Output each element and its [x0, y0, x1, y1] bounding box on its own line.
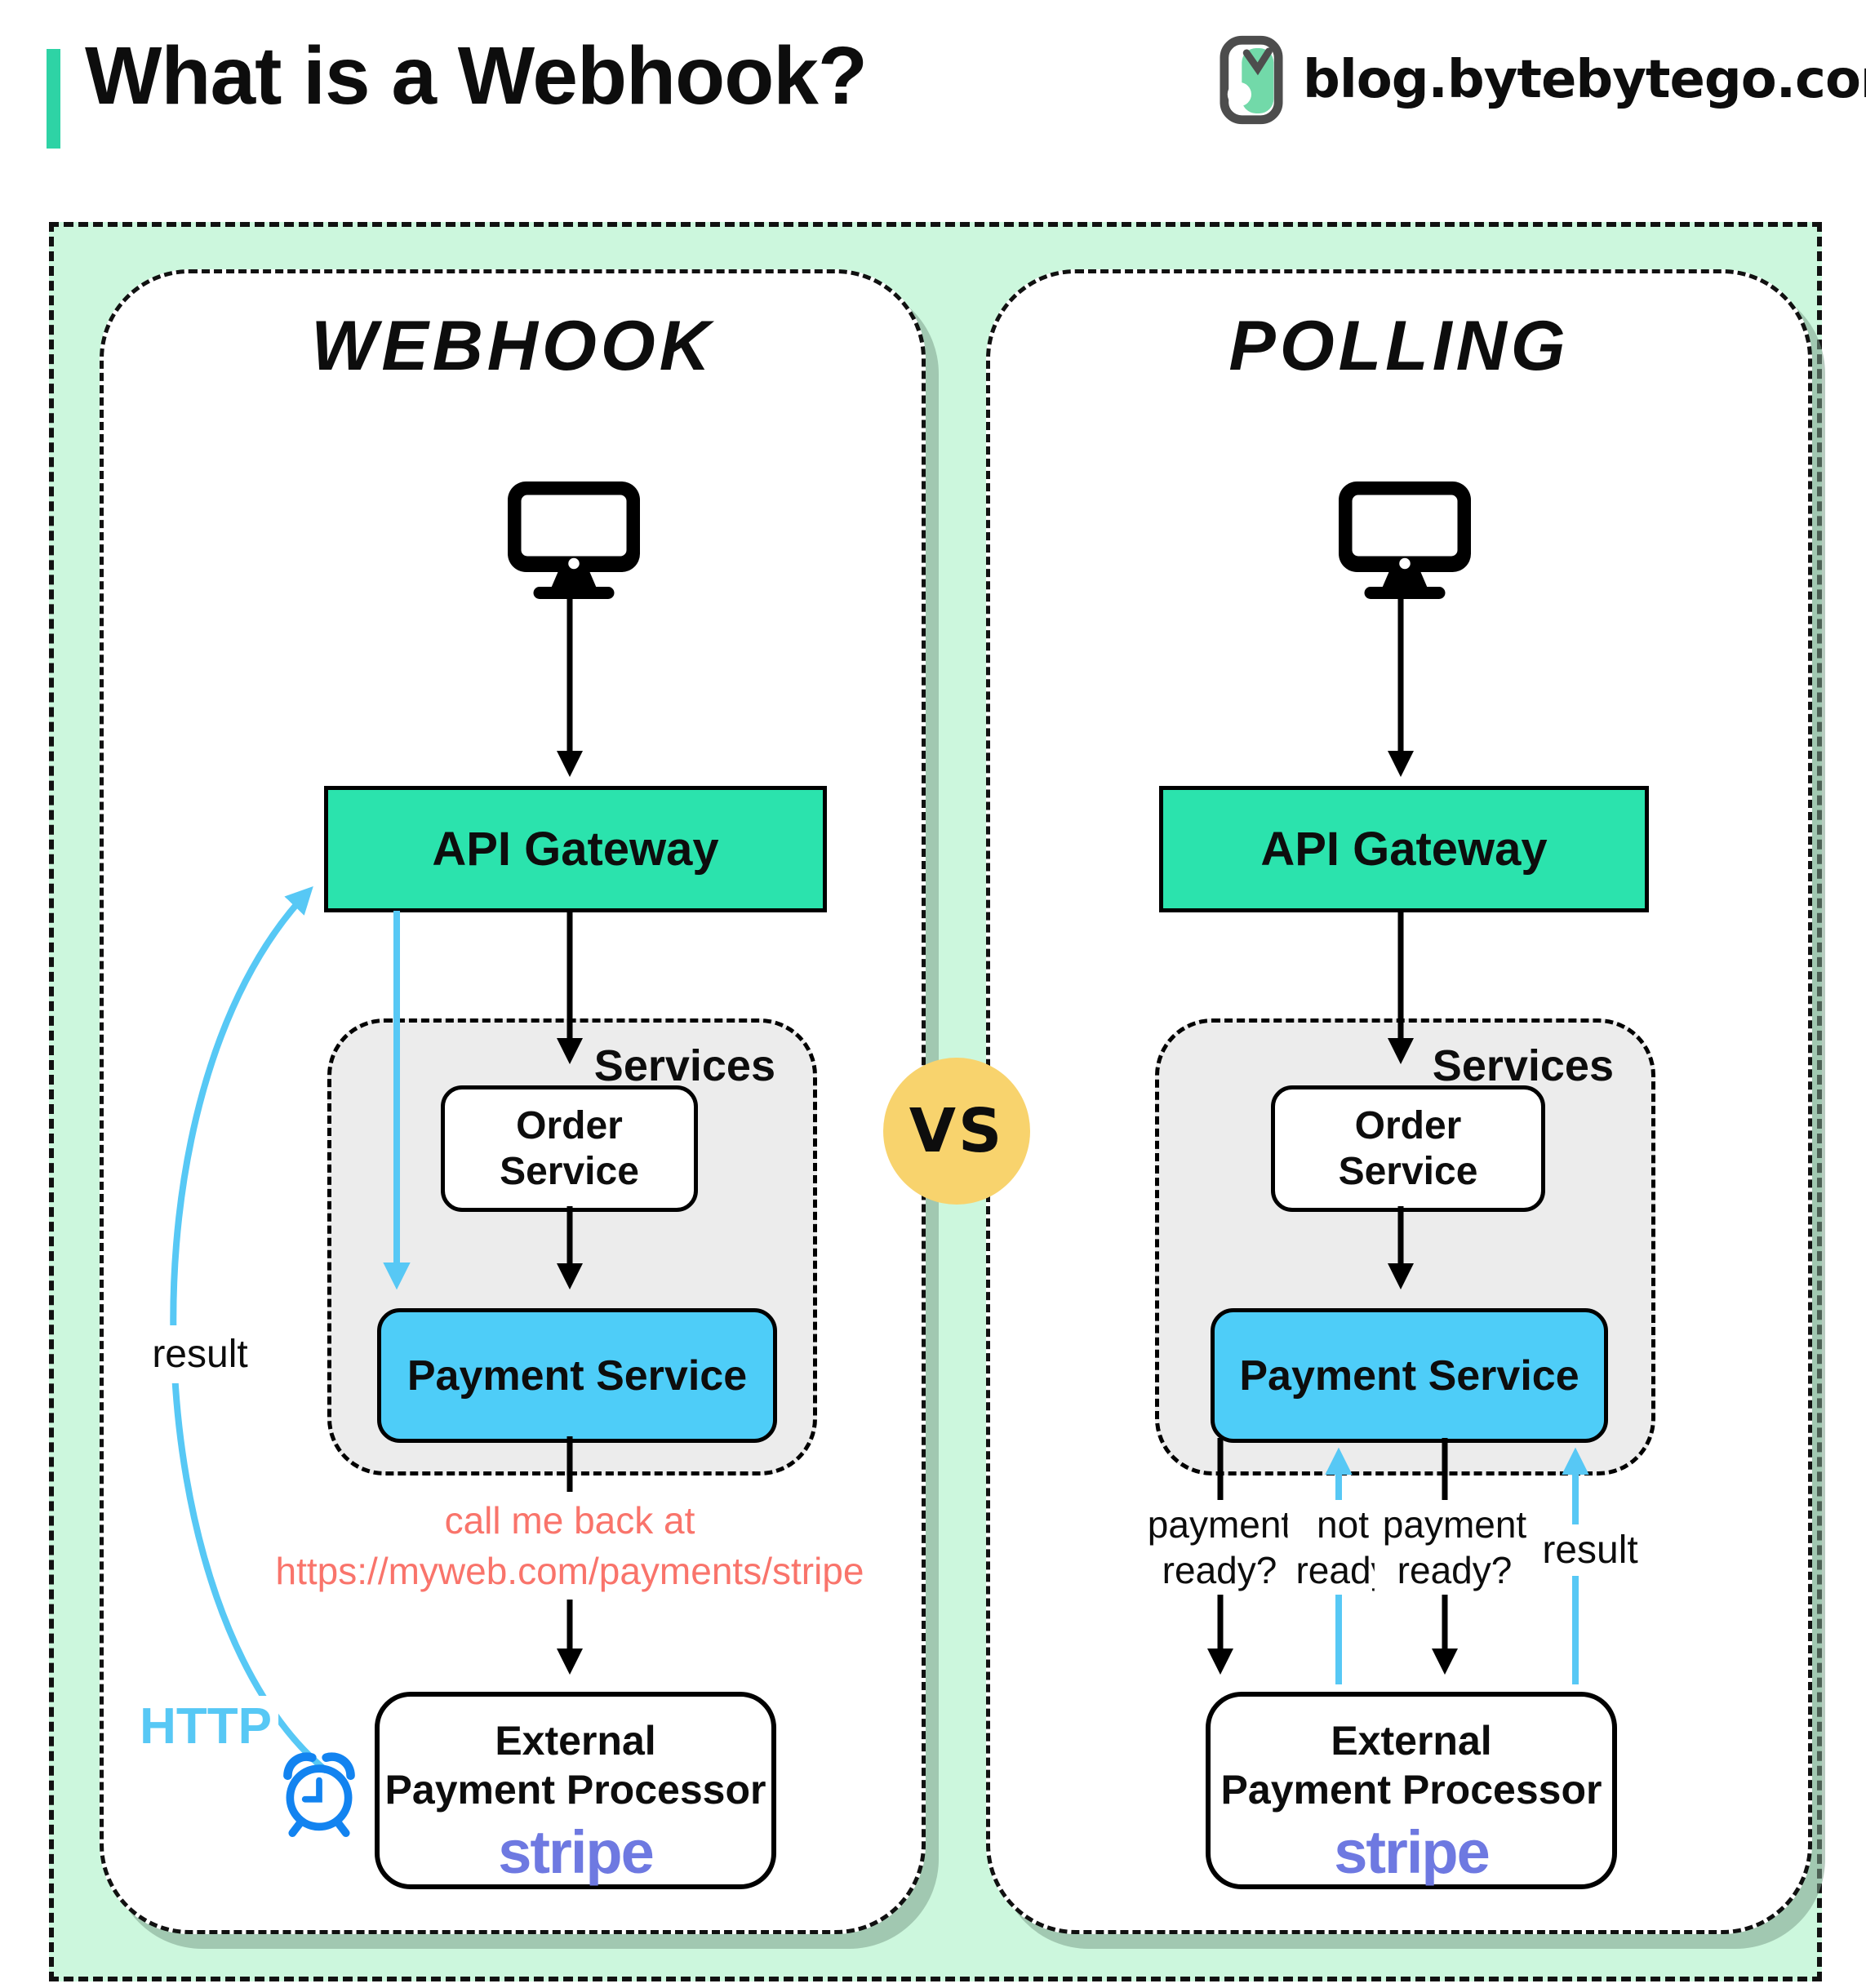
callback-note-line2: https://myweb.com/payments/stripe	[275, 1550, 864, 1593]
api-gateway-box: API Gateway	[324, 786, 827, 912]
alarm-clock-icon	[283, 1752, 355, 1837]
poll-request2-line1: payment	[1382, 1503, 1527, 1546]
services-group: Services Order Service Payment Service	[1155, 1018, 1655, 1475]
api-gateway-label: API Gateway	[432, 823, 719, 876]
webhook-panel-title: Webhook	[311, 307, 714, 385]
poll-result-label: result	[1534, 1524, 1646, 1576]
poll-request1-line1: payment	[1147, 1503, 1292, 1546]
order-service-box: Order Service	[1271, 1085, 1545, 1212]
poll-response1-line1: not	[1317, 1503, 1369, 1546]
webhook-panel: Webhook API Gateway Services Order Servi…	[100, 269, 926, 1934]
order-service-box: Order Service	[441, 1085, 698, 1212]
external-payment-processor-box: External Payment Processor stripe	[375, 1692, 776, 1889]
poll-request1-label: payment ready?	[1139, 1500, 1300, 1595]
bytebytego-logo-icon	[1220, 35, 1283, 125]
polling-panel-title: Polling	[1228, 307, 1570, 385]
payment-service-box: Payment Service	[377, 1308, 777, 1443]
computer-icon	[508, 481, 640, 599]
poll-response1-line2: ready	[1295, 1549, 1390, 1592]
bytebytego-logo: blog.bytebytego.com	[1220, 34, 1866, 126]
title-accent-bar	[47, 49, 60, 149]
external-processor-label-line1: External	[495, 1718, 656, 1764]
logo-text: blog.bytebytego.com	[1303, 50, 1866, 110]
stripe-logo-text: stripe	[498, 1818, 655, 1886]
services-group-label: Services	[593, 1041, 775, 1090]
poll-request2-label: payment ready?	[1374, 1500, 1535, 1595]
vs-badge: VS	[883, 1058, 1030, 1205]
external-processor-label-line2: Payment Processor	[1220, 1767, 1602, 1813]
poll-request1-line2: ready?	[1162, 1549, 1277, 1592]
api-gateway-label: API Gateway	[1260, 823, 1548, 876]
services-group: Services Order Service Payment Service	[327, 1018, 817, 1475]
webhook-result-label: result	[142, 1325, 258, 1383]
payment-service-box: Payment Service	[1211, 1308, 1608, 1443]
callback-note-line1: call me back at	[444, 1499, 695, 1542]
external-processor-label-line1: External	[1331, 1718, 1492, 1764]
polling-panel: Polling API Gateway Services Order Servi…	[986, 269, 1812, 1934]
page-title: What is a Webhook?	[85, 30, 868, 122]
external-payment-processor-box: External Payment Processor stripe	[1206, 1692, 1617, 1889]
services-group-label: Services	[1432, 1041, 1614, 1090]
stripe-logo-text: stripe	[1334, 1818, 1491, 1886]
computer-icon	[1339, 481, 1471, 599]
poll-request2-line2: ready?	[1397, 1549, 1513, 1592]
callback-note: call me back at https://myweb.com/paymen…	[260, 1492, 879, 1600]
api-gateway-box: API Gateway	[1159, 786, 1649, 912]
external-processor-label-line2: Payment Processor	[384, 1767, 766, 1813]
http-label: HTTP	[133, 1696, 278, 1757]
